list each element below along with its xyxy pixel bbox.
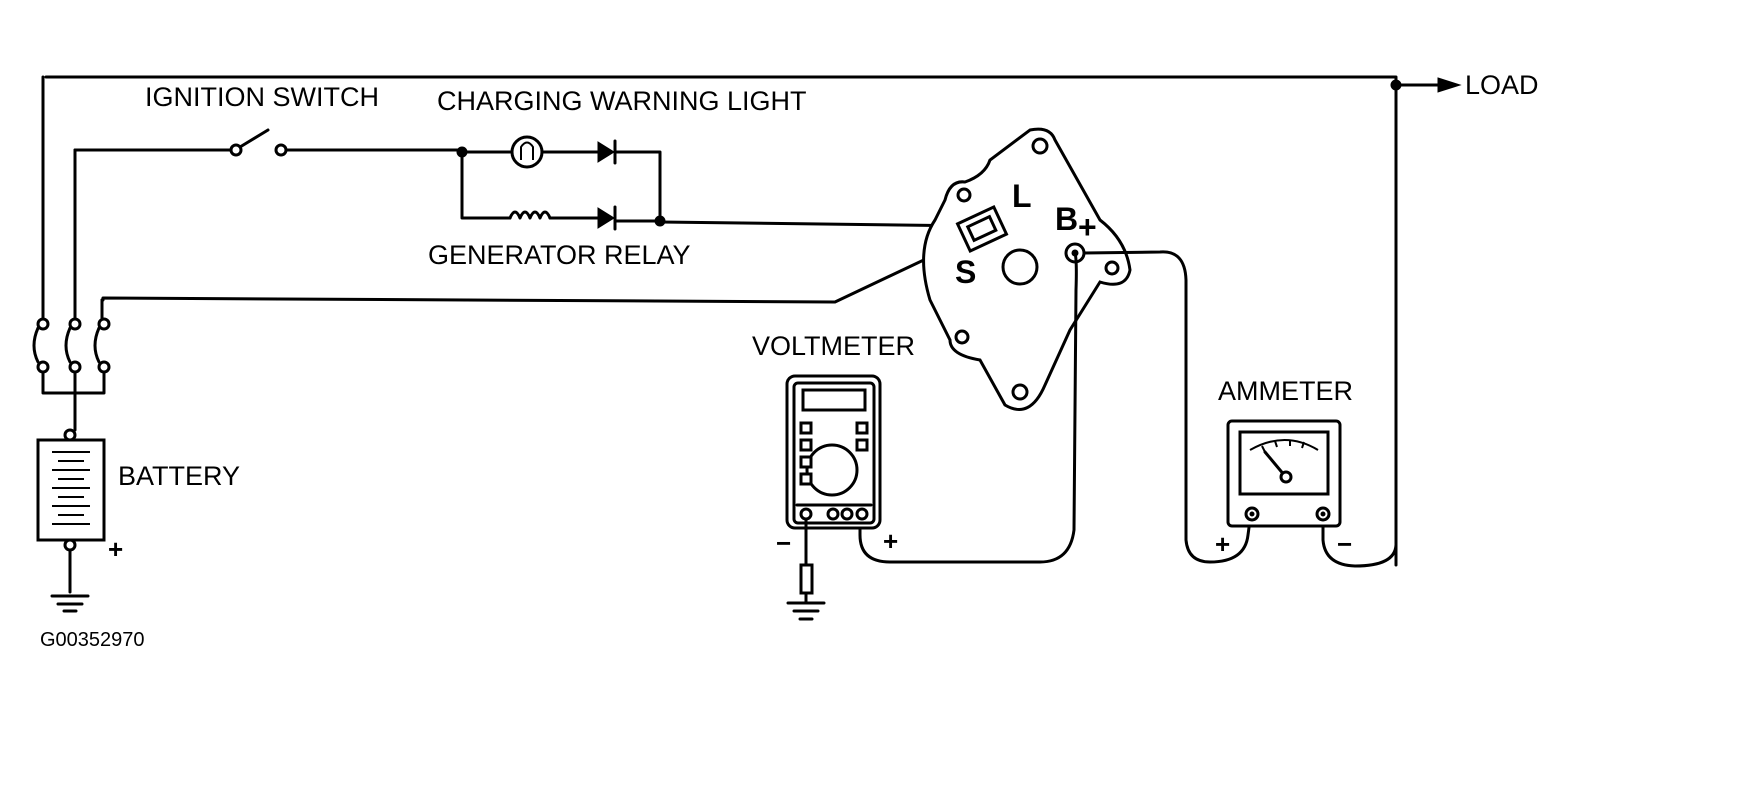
generator-relay-label: GENERATOR RELAY bbox=[428, 240, 691, 270]
ammeter-label: AMMETER bbox=[1218, 376, 1353, 406]
charging-warning-light-label: CHARGING WARNING LIGHT bbox=[437, 86, 807, 116]
ammeter bbox=[1226, 419, 1342, 528]
voltmeter-plus-sign: + bbox=[883, 526, 898, 556]
voltmeter-dial-icon bbox=[805, 443, 859, 497]
load-label: LOAD bbox=[1465, 70, 1539, 100]
ignition-switch-label: IGNITION SWITCH bbox=[145, 82, 379, 112]
terminal-s-label: S bbox=[955, 254, 976, 290]
terminal-l-label: L bbox=[1012, 178, 1032, 214]
terminal-b-plus-label: + bbox=[1078, 209, 1097, 245]
ammeter-negative-lead bbox=[1321, 518, 1398, 568]
sense-wire bbox=[100, 238, 968, 304]
voltmeter-minus-sign: − bbox=[776, 528, 791, 558]
battery-plus-sign: + bbox=[108, 534, 123, 564]
relay-coil-icon bbox=[508, 210, 552, 220]
warning-light-circuit bbox=[456, 135, 980, 231]
ammeter-needle-icon bbox=[1279, 470, 1293, 484]
battery-ground-icon bbox=[50, 594, 90, 613]
ammeter-plus-sign: + bbox=[1215, 529, 1230, 559]
voltmeter-positive-lead bbox=[858, 251, 1078, 564]
alternator bbox=[922, 127, 1132, 411]
load-wire bbox=[44, 75, 1462, 567]
figure-code: G00352970 bbox=[40, 629, 145, 651]
voltmeter-ground-icon bbox=[786, 517, 826, 621]
fuse-block bbox=[32, 75, 111, 432]
terminal-b-label: B bbox=[1055, 201, 1078, 237]
battery bbox=[36, 428, 106, 594]
battery-label: BATTERY bbox=[118, 461, 240, 491]
ammeter-minus-sign: − bbox=[1337, 529, 1352, 559]
ignition-switch-icon bbox=[73, 128, 464, 157]
voltmeter-label: VOLTMETER bbox=[752, 331, 915, 361]
ammeter-positive-lead bbox=[1082, 250, 1252, 564]
voltmeter bbox=[785, 374, 882, 530]
diode-icon bbox=[597, 207, 615, 229]
diode-icon bbox=[597, 141, 615, 163]
